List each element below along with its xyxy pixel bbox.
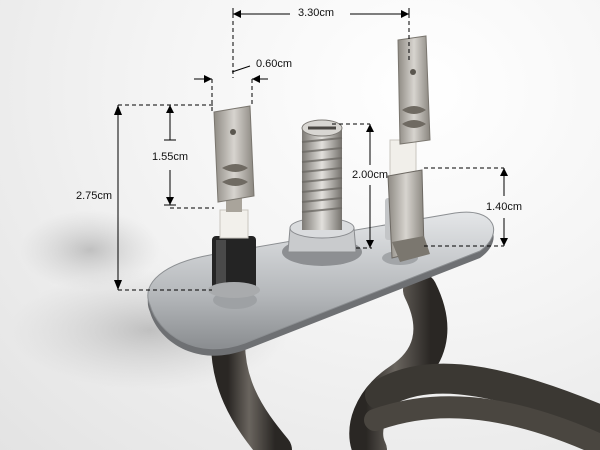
heating-tube	[211, 273, 600, 450]
cast-shadow-2	[20, 210, 160, 290]
threaded-stud	[282, 119, 362, 266]
dimension-label-terminal-width: 0.60cm	[256, 58, 293, 70]
dimension-label-side-terminal: 1.40cm	[486, 201, 523, 213]
dimension-label-terminal-spacing: 3.30cm	[298, 7, 335, 19]
dimension-label-blade-length: 1.55cm	[152, 151, 189, 163]
dimension-label-total-height: 2.75cm	[76, 190, 113, 202]
side-terminal	[387, 169, 430, 262]
left-terminal	[208, 105, 260, 298]
dimension-label-stud-height: 2.00cm	[352, 169, 389, 181]
